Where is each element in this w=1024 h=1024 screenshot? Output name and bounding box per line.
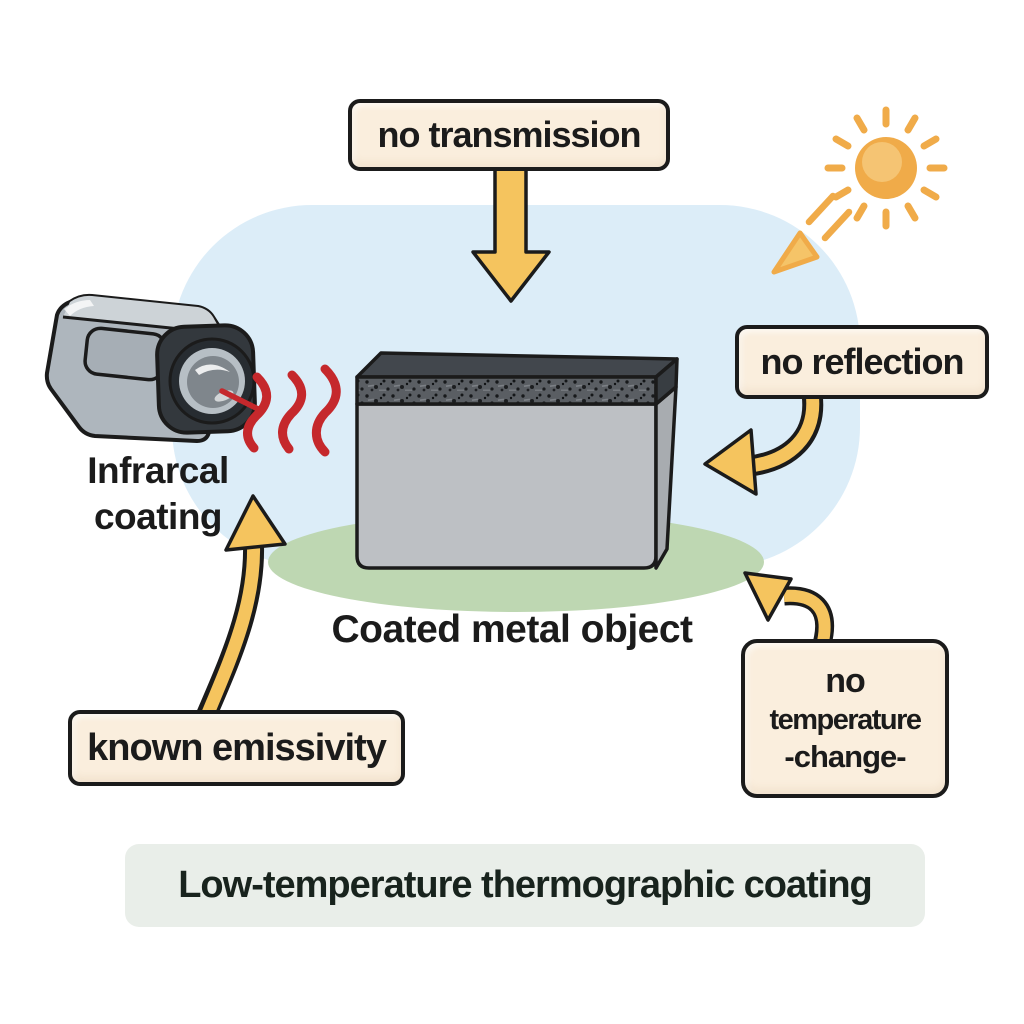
down-arrow-icon — [471, 165, 551, 303]
known-emissivity-label: known emissivity — [68, 710, 405, 786]
camera-side-panel — [83, 326, 167, 382]
no-reflection-label: no reflection — [735, 325, 989, 399]
emissivity-arrow-icon — [196, 494, 287, 721]
no-transmission-text: no transmission — [377, 114, 641, 155]
infrared-coating-caption: Infrarcal coating — [28, 448, 288, 540]
coated-metal-object-caption: Coated metal object — [331, 608, 693, 651]
coated-metal-block — [355, 351, 679, 570]
known-emissivity-text: known emissivity — [87, 726, 387, 769]
sun-ray-arrow-icon — [771, 192, 853, 275]
no-temperature-line-2: temperature — [769, 703, 922, 736]
no-temperature-change-label: no temperature -change- — [741, 639, 949, 798]
title-banner: Low-temperature thermographic coating — [125, 844, 925, 927]
no-temperature-line-3: -change- — [784, 739, 906, 775]
infrared-camera-icon — [44, 293, 257, 443]
sun-icon — [824, 106, 948, 230]
coating-top-face — [355, 351, 679, 379]
no-transmission-label: no transmission — [348, 99, 670, 171]
temperature-arrow-icon — [743, 571, 835, 648]
infrared-coating-line-2: coating — [93, 496, 223, 537]
no-temperature-line-1: no — [825, 662, 866, 701]
infrared-coating-line-1: Infrarcal — [87, 450, 229, 491]
camera-lens-glass — [187, 356, 239, 408]
reflection-arrow-icon — [703, 391, 824, 496]
infrared-waves-icon — [219, 364, 341, 457]
coating-layer — [355, 375, 658, 406]
no-reflection-text: no reflection — [760, 341, 964, 382]
